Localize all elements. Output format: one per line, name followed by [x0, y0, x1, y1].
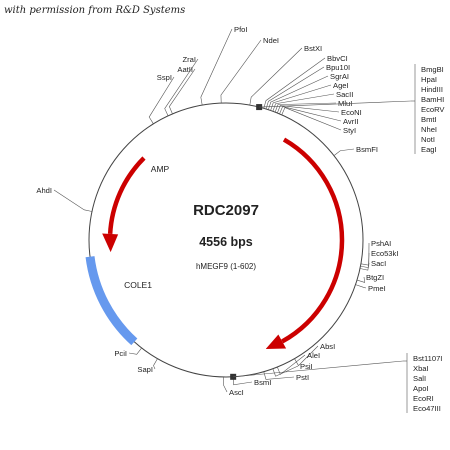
site-label-ahdi: AhdI	[36, 186, 52, 195]
site-label-bstxi: BstXI	[304, 44, 322, 53]
site-leader-ndei	[220, 39, 262, 104]
multiple-cloning-sites-layer: BmgBIHpaIHindIIIBamHIEcoRVBmtINheINotIEa…	[230, 64, 445, 413]
mcs-top-site-hindiii: HindIII	[421, 85, 443, 94]
site-leader-sapi	[153, 358, 158, 370]
site-leader-aatii	[169, 68, 196, 115]
mcs-bottom-site-eco47iii: Eco47III	[413, 404, 441, 413]
site-label-btgzi: BtgZI	[366, 273, 384, 282]
feature-label-cole1: COLE1	[124, 280, 152, 290]
feature-label-amp: AMP	[151, 164, 170, 174]
site-label-sapi: SapI	[137, 365, 153, 374]
site-label-sgrai: SgrAI	[330, 72, 349, 81]
site-label-eco53ki: Eco53kI	[371, 249, 398, 258]
site-label-pfoi: PfoI	[234, 25, 248, 34]
mcs-top-site-ecorv: EcoRV	[421, 105, 445, 114]
site-label-psti: PstI	[296, 373, 309, 382]
feature-arrow-insert-head	[265, 334, 287, 350]
mcs-bottom-site-apoi: ApoI	[413, 384, 429, 393]
site-label-saci: SacI	[371, 259, 386, 268]
site-leader-bstxi	[249, 47, 303, 106]
site-leader-ahdi	[53, 189, 93, 212]
site-label-pshai: PshAI	[371, 239, 391, 248]
site-leader-bbvci	[263, 57, 326, 109]
site-label-styi: StyI	[343, 126, 356, 135]
mcs-bottom-leader	[233, 360, 404, 378]
mcs-top-site-nhei: NheI	[421, 125, 437, 134]
site-label-pmei: PmeI	[368, 284, 386, 293]
plasmid-size: 4556 bps	[199, 235, 253, 249]
site-label-econi: EcoNI	[341, 108, 362, 117]
site-label-asci: AscI	[229, 388, 244, 397]
site-leader-bsmfi	[333, 148, 355, 156]
site-leader-agei	[270, 84, 332, 111]
mcs-top-site-eagi: EagI	[421, 145, 437, 154]
mcs-top-leader	[259, 100, 412, 108]
insert-label: hMEGF9 (1-602)	[196, 262, 256, 271]
site-leader-absi	[294, 345, 319, 367]
mcs-top-site-noti: NotI	[421, 135, 435, 144]
site-leader-zrai	[164, 58, 199, 116]
site-label-bpu10i: Bpu10I	[326, 63, 350, 72]
site-label-bbvci: BbvCI	[327, 54, 348, 63]
plasmid-backbone	[88, 102, 364, 378]
site-label-pcii: PciI	[114, 349, 127, 358]
site-label-absi: AbsI	[320, 342, 335, 351]
site-label-aatii: AatII	[177, 65, 193, 74]
site-leader-psii	[272, 365, 299, 377]
mcs-bottom-site-xbai: XbaI	[413, 364, 429, 373]
site-label-ndei: NdeI	[263, 36, 279, 45]
plasmid-name: RDC2097	[193, 202, 259, 219]
site-leader-btgzi	[356, 276, 366, 283]
site-leader-styi	[281, 107, 342, 131]
site-label-psii: PsiI	[300, 362, 313, 371]
site-label-sacii: SacII	[336, 90, 353, 99]
feature-arrow-amp-arc	[107, 156, 146, 235]
site-label-avrii: AvrII	[343, 117, 358, 126]
site-leader-avrii	[279, 106, 342, 122]
site-label-agei: AgeI	[333, 81, 349, 90]
site-label-bsmfi: BsmFI	[356, 145, 378, 154]
features-layer: AMP COLE1	[85, 137, 345, 350]
site-leader-psti	[263, 371, 295, 380]
feature-arrow-amp-head	[102, 233, 119, 253]
site-leader-alei	[277, 354, 306, 375]
mcs-bottom-site-bst1107i: Bst1107I	[413, 354, 442, 363]
mcs-top-site-bmgbi: BmgBI	[421, 65, 444, 74]
mcs-top-site-bamhi: BamHI	[421, 95, 444, 104]
site-leader-pmei	[355, 284, 367, 289]
mcs-top-site-hpai: HpaI	[421, 75, 437, 84]
site-leader-asci	[223, 376, 228, 393]
site-leader-mlui	[274, 102, 337, 113]
site-label-bsmi: BsmI	[254, 378, 271, 387]
site-label-sspi: SspI	[157, 73, 172, 82]
permission-credit: with permission from R&D Systems	[4, 5, 186, 16]
site-label-alei: AleI	[307, 351, 320, 360]
site-leader-sgrai	[268, 75, 329, 110]
mcs-bottom-site-sali: SalI	[413, 374, 426, 383]
site-leader-bpu10i	[265, 66, 325, 110]
feature-bar-cole1	[85, 256, 138, 346]
feature-arrow-insert-arc	[281, 137, 345, 344]
site-leader-sacii	[272, 93, 335, 112]
site-leader-econi	[277, 105, 340, 114]
site-label-zrai: ZraI	[182, 55, 196, 64]
site-leader-sspi	[148, 76, 175, 124]
site-leader-saci	[359, 262, 370, 271]
site-leader-pcii	[128, 347, 142, 355]
mcs-top-site-bmti: BmtI	[421, 115, 437, 124]
site-leader-pfoi	[200, 28, 233, 106]
mcs-bottom-site-ecori: EcoRI	[413, 394, 434, 403]
